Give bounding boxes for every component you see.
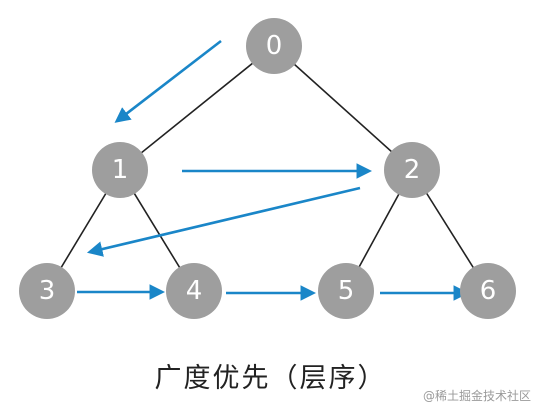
traversal-arrow-0-1 <box>114 39 222 123</box>
node-circle <box>19 263 75 319</box>
tree-node-2: 2 <box>384 142 440 198</box>
node-label: 0 <box>266 31 283 61</box>
node-circle <box>318 263 374 319</box>
traversal-arrows <box>77 39 470 301</box>
node-circle <box>246 18 302 74</box>
watermark: @稀土掘金技术社区 <box>422 389 531 403</box>
tree-node-1: 1 <box>92 142 148 198</box>
edge-0-2 <box>273 45 413 171</box>
edge-0-1 <box>119 45 275 171</box>
node-label: 4 <box>186 276 203 306</box>
node-label: 2 <box>404 155 421 185</box>
diagram-caption: 广度优先（层序） <box>154 363 387 394</box>
node-label: 3 <box>39 276 56 306</box>
node-label: 6 <box>480 276 497 306</box>
tree-node-4: 4 <box>166 263 222 319</box>
node-circle <box>384 142 440 198</box>
tree-node-5: 5 <box>318 263 374 319</box>
tree-node-0: 0 <box>246 18 302 74</box>
traversal-arrow-2-3 <box>86 186 361 257</box>
tree-node-3: 3 <box>19 263 75 319</box>
node-circle <box>460 263 516 319</box>
node-label: 5 <box>338 276 355 306</box>
node-circle <box>166 263 222 319</box>
tree-node-6: 6 <box>460 263 516 319</box>
node-label: 1 <box>112 155 129 185</box>
node-circle <box>92 142 148 198</box>
